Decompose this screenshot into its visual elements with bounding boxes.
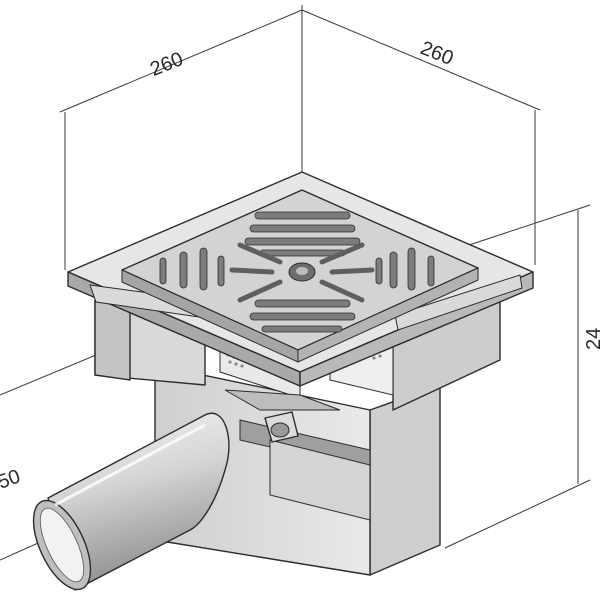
- dim-label-outlet: 50: [0, 465, 23, 493]
- dim-label-height: 24: [583, 328, 600, 350]
- grate-slots: [159, 211, 435, 333]
- grate: [121, 189, 479, 363]
- dimension-lines: [0, 5, 591, 561]
- dimension-labels: 260 260 24 50: [0, 37, 600, 494]
- grate-spokes: [229, 242, 375, 303]
- dim-label-left: 260: [147, 48, 186, 81]
- dim-label-right: 260: [417, 37, 456, 70]
- outlet-pipe: [32, 412, 230, 591]
